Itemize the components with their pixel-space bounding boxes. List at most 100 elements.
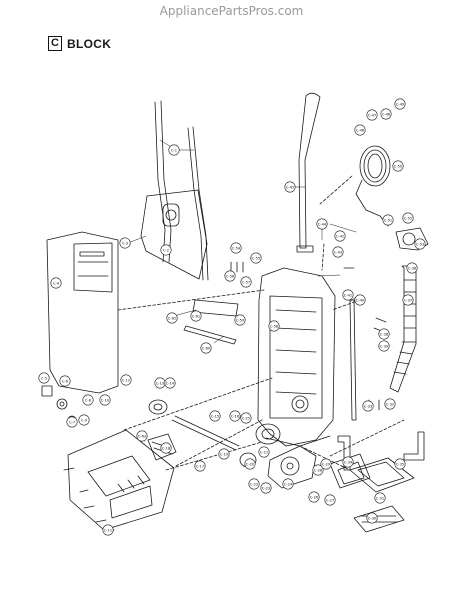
power-cord	[355, 145, 391, 227]
callout-label: C-55	[252, 256, 260, 260]
callout-label: C-12	[122, 378, 130, 382]
bumper-strip	[183, 299, 239, 345]
callout-circle	[218, 448, 230, 460]
elbow-pipes	[337, 431, 425, 471]
callout-c-36: C-36	[406, 262, 418, 274]
callout-c-56: C-56	[224, 270, 236, 282]
callout-circle	[99, 394, 111, 406]
callout-label: C-51	[384, 218, 392, 222]
callout-c-39: C-39	[378, 340, 390, 352]
callout-circle	[320, 458, 332, 470]
callout-circle	[160, 244, 172, 256]
spare-belt-tray	[353, 505, 405, 533]
bag-plate	[140, 189, 208, 280]
callout-label: C-54	[232, 246, 241, 250]
callout-circle	[244, 458, 256, 470]
callout-c-62: C-62	[166, 312, 178, 324]
callout-c-46: C-46	[354, 124, 366, 136]
callout-label: C-57	[242, 280, 250, 284]
callout-c-57: C-57	[240, 276, 252, 288]
callout-c-27: C-27	[324, 494, 336, 506]
callout-c-21: C-21	[258, 446, 270, 458]
callout-label: C-40	[356, 298, 365, 302]
callout-circle	[324, 494, 336, 506]
callout-circle	[332, 246, 344, 258]
callout-circle	[240, 412, 252, 424]
callout-label: C-44	[318, 222, 327, 226]
callout-label: C-39	[380, 344, 389, 348]
callout-label: C-9	[81, 418, 88, 422]
callout-c-9: C-9	[78, 414, 90, 426]
handle-wand	[296, 92, 321, 253]
callout-c-10: C-10	[99, 394, 111, 406]
callout-circle	[342, 456, 354, 468]
callout-circle	[268, 320, 280, 332]
leader-lines	[51, 139, 359, 344]
callout-c-5: C-5	[38, 372, 50, 384]
callout-label: C-62	[168, 316, 176, 320]
callout-label: C-59	[236, 318, 245, 322]
callout-label: C-31	[376, 496, 384, 500]
callout-c-31: C-31	[374, 492, 386, 504]
callout-circle	[200, 342, 212, 354]
callout-label: C-60	[202, 346, 211, 350]
callout-label: C-42	[336, 234, 344, 238]
callout-c-48: C-48	[380, 108, 392, 120]
callout-label: C-50	[394, 164, 403, 168]
callout-circle	[59, 375, 71, 387]
callout-circle	[119, 237, 131, 249]
callout-c-17: C-17	[194, 460, 206, 472]
callout-c-25: C-25	[240, 412, 252, 424]
callout-c-52: C-52	[402, 212, 414, 224]
callout-c-58: C-58	[268, 320, 280, 332]
callout-c-63: C-63	[136, 430, 148, 442]
callout-circle	[248, 478, 260, 490]
callout-label: C-1	[171, 148, 177, 152]
callout-c-41: C-41	[342, 289, 354, 301]
block-header: C BLOCK	[48, 36, 111, 51]
callout-c-61: C-61	[190, 310, 202, 322]
callout-label: C-14	[166, 381, 175, 385]
callout-label: C-38	[380, 332, 389, 336]
callout-circle	[260, 482, 272, 494]
callout-circle	[136, 430, 148, 442]
callout-label: C-30	[368, 516, 377, 520]
callout-label: C-3	[122, 241, 128, 245]
callout-circle	[382, 214, 394, 226]
callout-c-23: C-23	[260, 482, 272, 494]
callout-circle	[120, 374, 132, 386]
callout-c-43: C-43	[332, 246, 344, 258]
callout-circle	[282, 478, 294, 490]
callout-label: C-41	[344, 293, 352, 297]
callout-label: C-43	[334, 250, 342, 254]
callout-circle	[166, 312, 178, 324]
suction-hose	[389, 265, 417, 393]
callout-circle	[164, 377, 176, 389]
callout-circle	[414, 238, 426, 250]
callout-label: C-7	[69, 420, 75, 424]
callout-circle	[102, 524, 114, 536]
callout-label: C-15	[211, 414, 219, 418]
callout-c-37: C-37	[402, 294, 414, 306]
base-housing	[67, 429, 175, 531]
callout-c-16: C-16	[229, 410, 241, 422]
callout-label: C-52	[404, 216, 412, 220]
callout-c-30: C-30	[366, 512, 378, 524]
main-body	[257, 267, 336, 447]
motor-assembly	[239, 423, 317, 489]
block-title: BLOCK	[67, 36, 112, 51]
callout-labels: C-1C-2C-3C-4C-5C-6C-7C-8C-9C-10C-11C-12C…	[38, 98, 426, 536]
callout-c-47: C-47	[366, 109, 378, 121]
callout-c-3: C-3	[119, 237, 131, 249]
callout-c-34: C-34	[342, 456, 354, 468]
callout-circle	[224, 270, 236, 282]
callout-circle	[230, 242, 242, 254]
callout-label: C-33	[364, 404, 372, 408]
callout-label: C-46	[356, 128, 365, 132]
callout-c-15: C-15	[209, 410, 221, 422]
callout-c-19: C-19	[218, 448, 230, 460]
callout-circle	[78, 414, 90, 426]
callout-circle	[334, 230, 346, 242]
callout-label: C-2	[163, 248, 169, 252]
